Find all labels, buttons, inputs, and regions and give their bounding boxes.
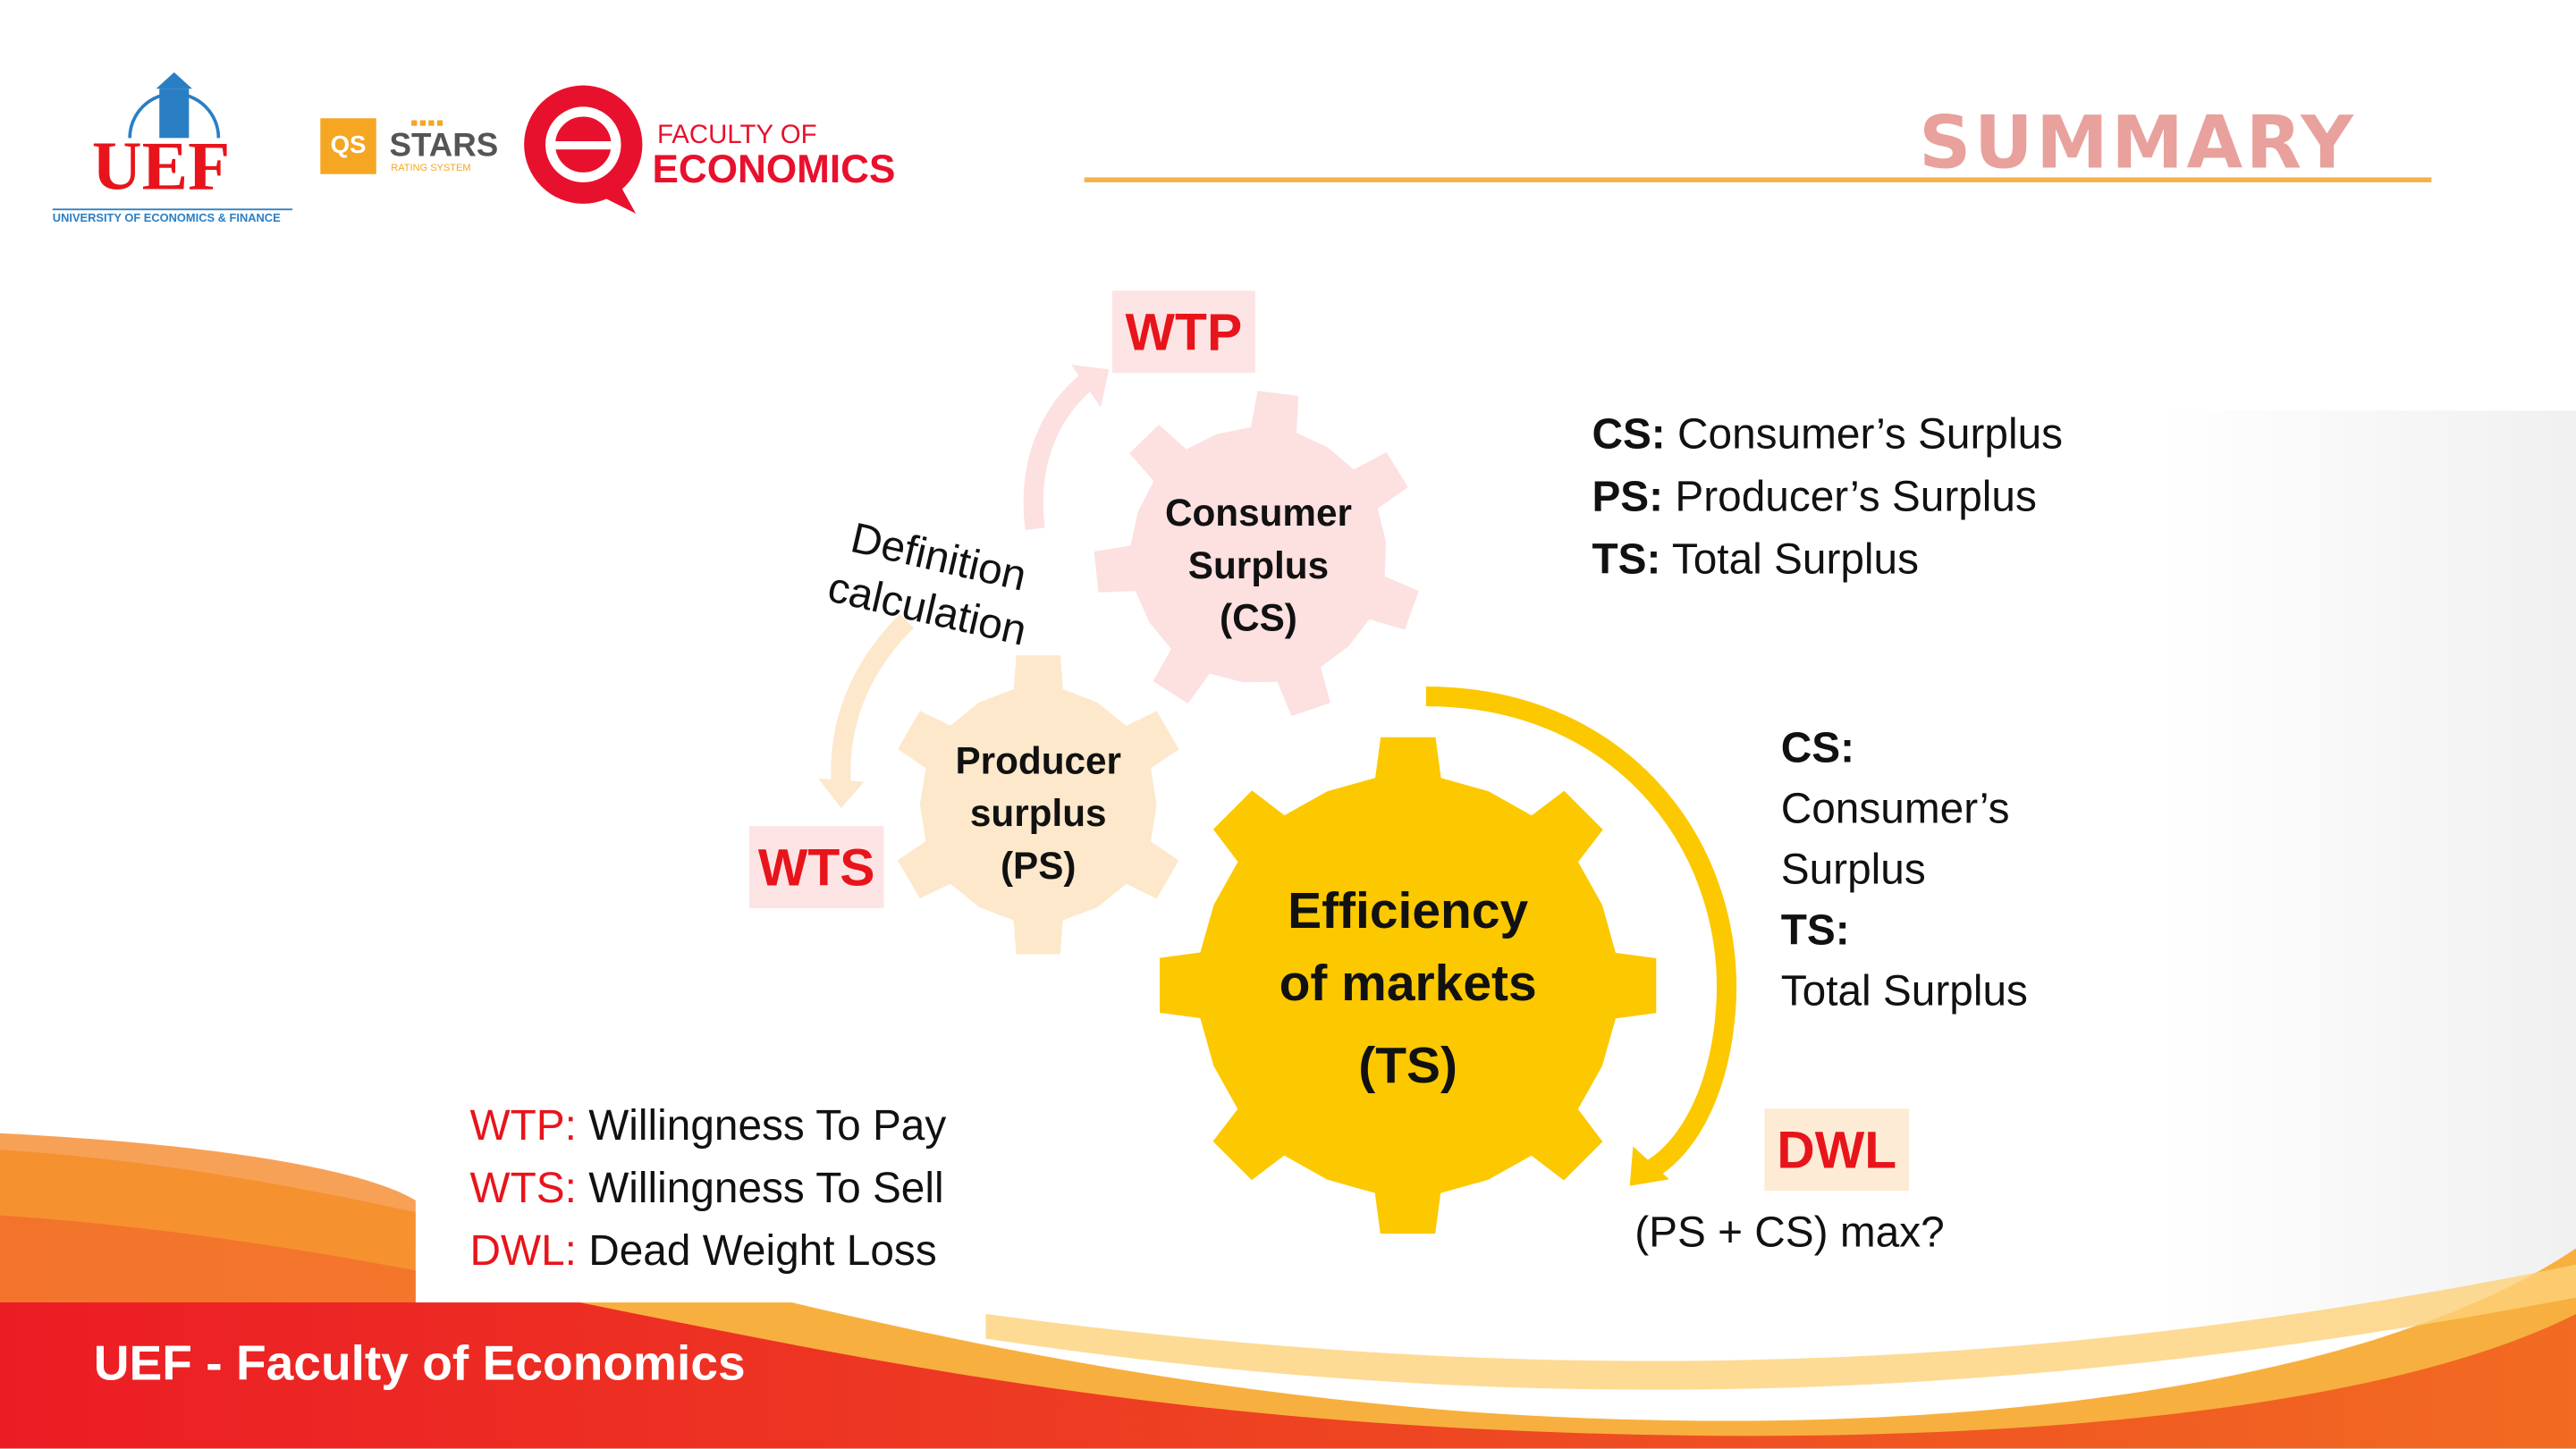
- wts-tag: WTS: [748, 826, 884, 909]
- arrow-head-wts: [818, 778, 865, 809]
- cs-gear-line: (CS): [1220, 595, 1297, 639]
- page-title: SUMMARY: [1919, 101, 2357, 186]
- uef-logo-title: UEF: [91, 130, 231, 206]
- efficiency-gear: [1160, 737, 1657, 1234]
- abbrev-key: CS:: [1592, 409, 1666, 459]
- footer-text: UEF - Faculty of Economics: [93, 1336, 746, 1392]
- dwl-tag: DWL: [1764, 1108, 1910, 1192]
- cs-gear-line: Surplus: [1187, 543, 1330, 586]
- arrow-head-dwl: [1629, 1146, 1669, 1186]
- uef-logo: UEF UNIVERSITY OF ECONOMICS & FINANCE: [49, 65, 296, 232]
- abbrev-value: Total Surplus: [1780, 965, 2028, 1015]
- abbrev-value: Consumer’s Surplus: [1677, 409, 2064, 459]
- ts-gear-line: of markets: [1279, 954, 1537, 1012]
- legend-key: DWL:: [469, 1225, 577, 1275]
- arrow-to-wts: [831, 613, 915, 786]
- qs-title: STARS: [389, 128, 499, 164]
- e-logo-icon: [524, 85, 643, 214]
- arrow-to-wtp: [1023, 373, 1094, 530]
- abbrev-key: TS:: [1592, 534, 1661, 584]
- arrow-head-wtp: [1070, 364, 1110, 408]
- legend-value: Willingness To Sell: [588, 1162, 944, 1213]
- abbrev-item: PS: Producer’s Surplus: [1592, 465, 2063, 527]
- max-question: (PS + CS) max?: [1634, 1207, 1945, 1257]
- faculty-of-economics-logo: FACULTY OF ECONOMICS: [520, 82, 915, 217]
- ps-gear-line: (PS): [1000, 844, 1077, 888]
- abbrev-item: CS: Consumer’s Surplus: [1592, 402, 2063, 465]
- abbrev-value: Producer’s Surplus: [1675, 471, 2037, 521]
- legend: WTP: Willingness To Pay WTS: Willingness…: [469, 1094, 946, 1281]
- abbrev-key: PS:: [1592, 471, 1664, 521]
- uef-logo-subtitle: UNIVERSITY OF ECONOMICS & FINANCE: [52, 213, 281, 225]
- abbrev-item: TS: Total Surplus: [1592, 527, 2063, 590]
- faculty-line1: FACULTY OF: [656, 121, 817, 150]
- legend-key: WTS:: [469, 1162, 577, 1213]
- wtp-tag: WTP: [1111, 291, 1255, 374]
- star-icons: ■■■■: [410, 118, 445, 131]
- ps-gear-label: Producer surplus (PS): [907, 734, 1170, 891]
- consumer-surplus-gear: [1094, 391, 1419, 717]
- faculty-line2: ECONOMICS: [652, 147, 896, 192]
- abbrev-value: Total Surplus: [1671, 534, 1920, 584]
- ps-gear-line: Producer: [955, 738, 1121, 782]
- ts-gear-line: Efficiency: [1288, 881, 1529, 939]
- ps-gear-line: surplus: [969, 791, 1107, 835]
- cs-gear-line: Consumer: [1164, 491, 1352, 535]
- legend-item: DWL: Dead Weight Loss: [469, 1218, 946, 1281]
- title-underline: [1084, 177, 2432, 182]
- qs-stars-logo: QS ■■■■ STARS RATING SYSTEM: [320, 118, 501, 183]
- ts-gear-line: (TS): [1358, 1036, 1458, 1094]
- abbrev-key: TS:: [1780, 905, 1850, 955]
- cs-gear-label: Consumer Surplus (CS): [1127, 486, 1389, 644]
- divider: [52, 208, 293, 211]
- arrow-to-dwl: [1425, 687, 1736, 1178]
- legend-value: Willingness To Pay: [588, 1100, 947, 1150]
- tower-icon: [128, 72, 221, 139]
- producer-surplus-gear: [897, 655, 1179, 955]
- legend-item: WTP: Willingness To Pay: [469, 1094, 946, 1157]
- abbrev-value: Surplus: [1780, 844, 1926, 894]
- abbrev-value: Consumer’s: [1780, 783, 2010, 833]
- qs-badge: QS: [320, 118, 376, 174]
- qs-subtitle: RATING SYSTEM: [391, 164, 471, 174]
- legend-value: Dead Weight Loss: [588, 1225, 937, 1275]
- abbreviation-list-top: CS: Consumer’s Surplus PS: Producer’s Su…: [1592, 402, 2063, 589]
- legend-item: WTS: Willingness To Sell: [469, 1157, 946, 1219]
- abbrev-key: CS:: [1780, 722, 1855, 772]
- ts-gear-label: Efficiency of markets (TS): [1211, 875, 1605, 1102]
- abbreviation-list-right: CS: Consumer’s Surplus TS: Total Surplus: [1781, 718, 2028, 1022]
- legend-key: WTP:: [469, 1100, 577, 1150]
